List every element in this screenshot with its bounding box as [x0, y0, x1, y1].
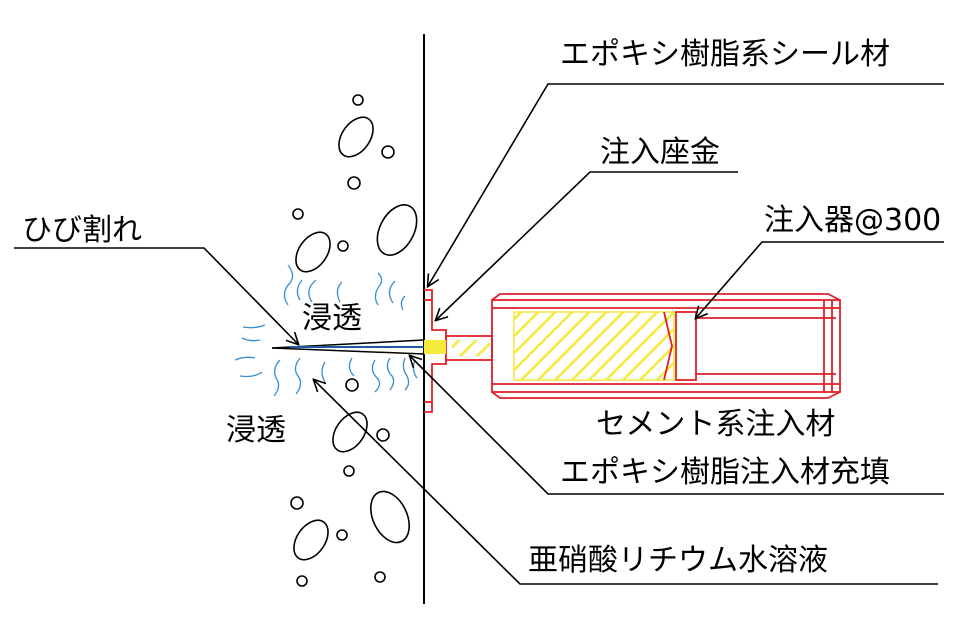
label-cement-grout: セメント系注入材: [596, 407, 835, 442]
label-lithium-solution: 亜硝酸リチウム水溶液: [528, 543, 828, 578]
label-permeation-lower: 浸透: [226, 413, 286, 448]
label-washer: 注入座金: [600, 135, 720, 170]
label-seal: エポキシ樹脂系シール材: [560, 37, 890, 72]
aggregate-stones: [290, 94, 418, 587]
nozzle-hatch: [452, 340, 490, 356]
label-crack: ひび割れ: [22, 213, 142, 248]
injector-body: [491, 293, 841, 399]
plunger-tip: [663, 311, 673, 381]
nozzle-fill: [424, 340, 446, 354]
label-permeation-upper: 浸透: [302, 301, 362, 336]
crack: [271, 339, 425, 355]
label-injector: 注入器@300: [764, 203, 941, 238]
cement-grout-fill: [513, 311, 675, 381]
leader-lines: [14, 83, 944, 585]
label-epoxy-fill: エポキシ樹脂注入材充填: [560, 455, 890, 490]
